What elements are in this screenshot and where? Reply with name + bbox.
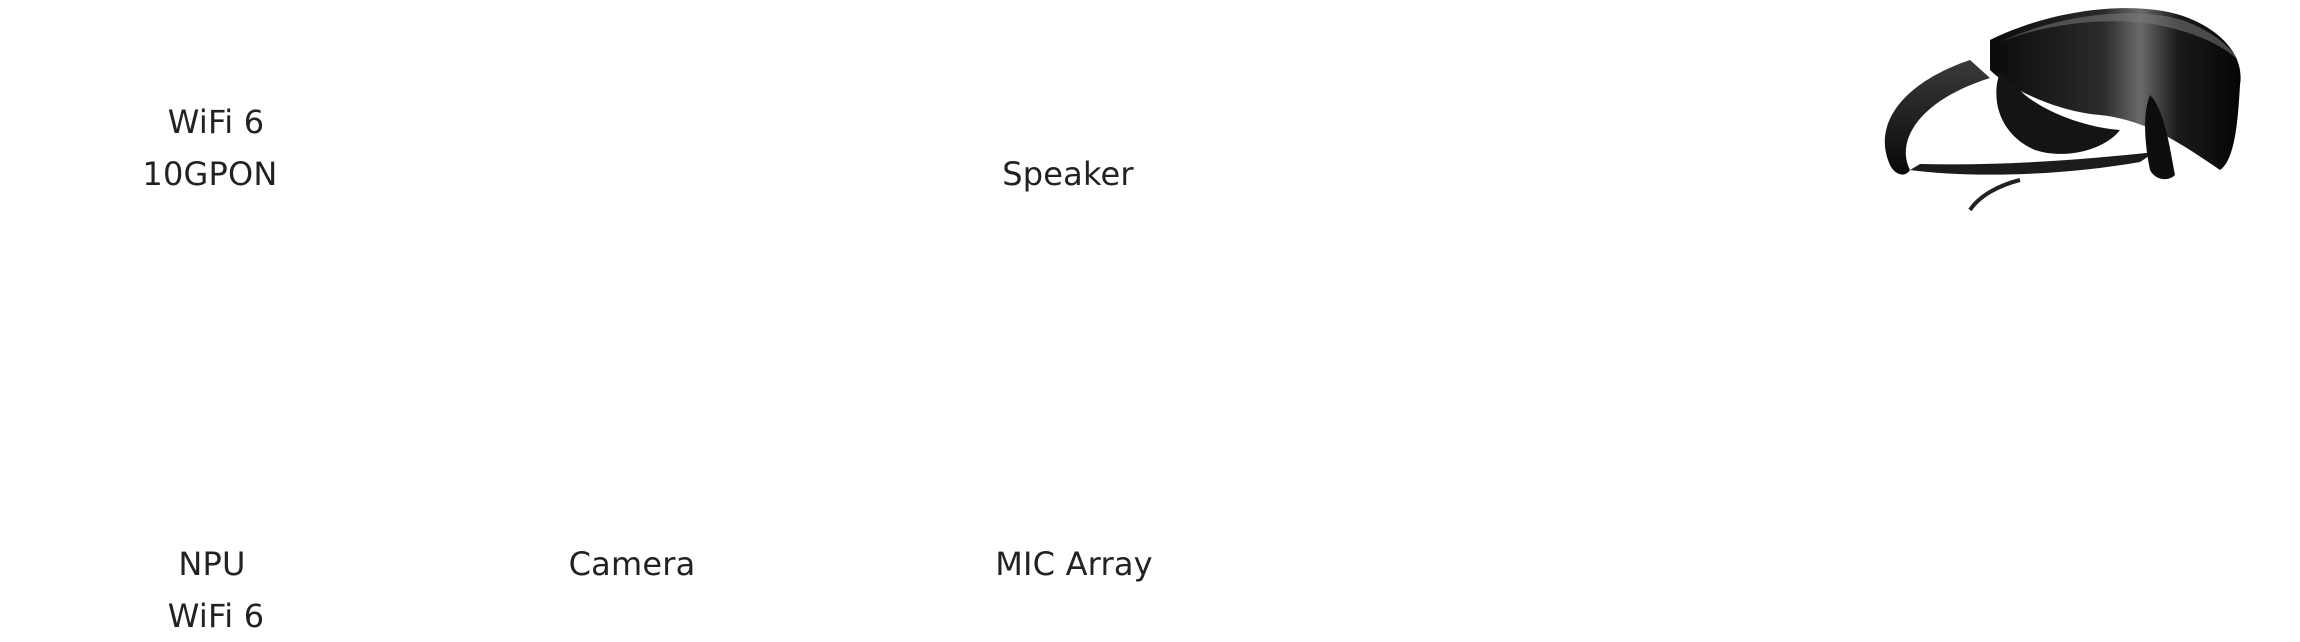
feature-label-npu: NPU <box>178 545 246 583</box>
feature-label-speaker: Speaker <box>1002 155 1134 193</box>
feature-label-wifi6-bottom: WiFi 6 <box>167 597 265 635</box>
feature-label-camera: Camera <box>568 545 696 583</box>
vr-glasses-image <box>1850 0 2250 220</box>
feature-label-10gpon: 10GPON <box>142 155 278 193</box>
feature-label-mic-array: MIC Array <box>995 545 1153 583</box>
vr-glasses-icon <box>1884 8 2241 212</box>
feature-label-wifi6-top: WiFi 6 <box>167 103 265 141</box>
